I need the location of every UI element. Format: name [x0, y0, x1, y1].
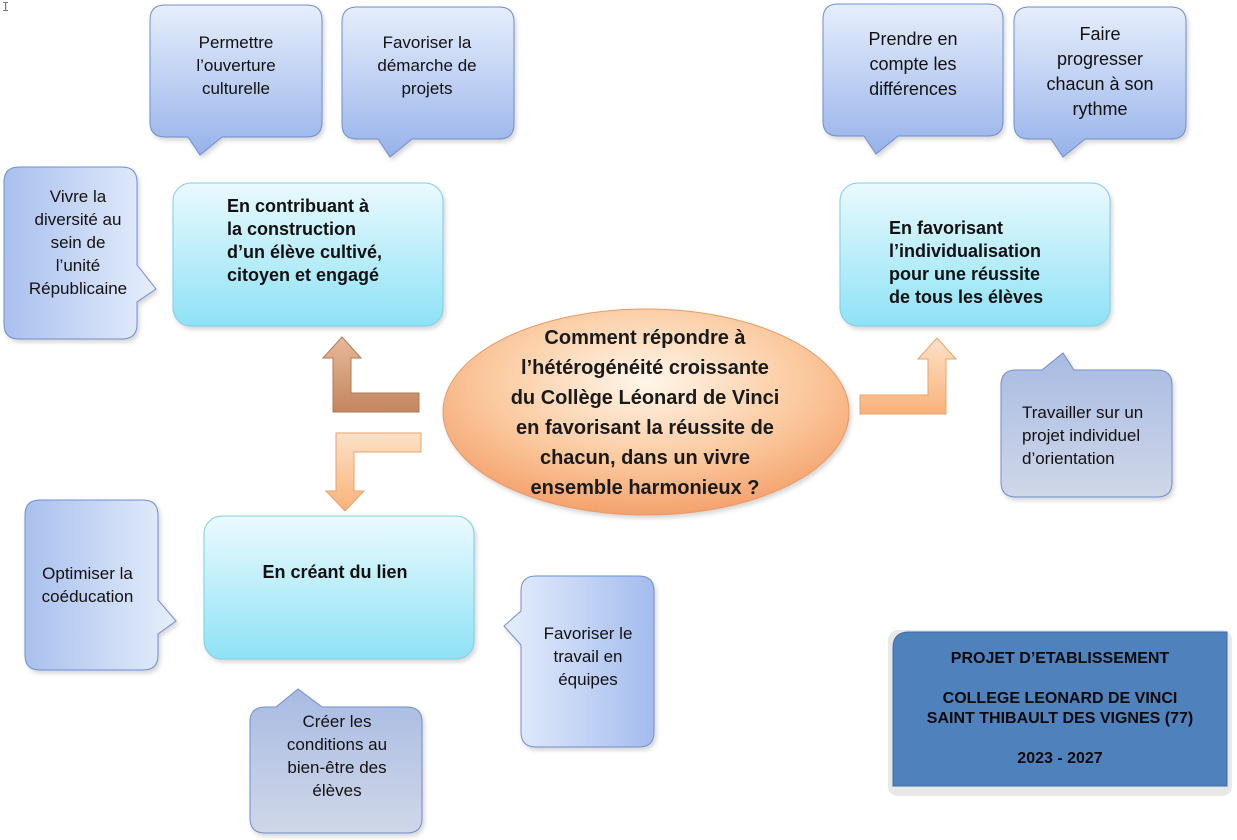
callout-teamwork: Favoriser le travail en équipes: [543, 623, 633, 689]
main-box-cultivated: En contribuant à la construction d’un él…: [227, 196, 383, 285]
callout-differences: Prendre en compte les différences: [868, 28, 958, 99]
callout-wellbeing-shape: [249, 688, 423, 834]
title-block: PROJET D’ETABLISSEMENT COLLEGE LEONARD D…: [893, 632, 1227, 786]
title-block-years: 2023 - 2027: [1017, 750, 1103, 767]
callout-coeducation: Optimiser la coéducation: [41, 564, 134, 606]
main-box-individualisation: En favorisant l’individualisation pour u…: [889, 218, 1044, 307]
callout-orientation: Travailler sur un projet individuel d’or…: [1022, 402, 1144, 468]
main-box-cultivated-shape: [172, 182, 444, 327]
callout-project-approach-shape: [341, 6, 515, 158]
text-cursor-icon: I: [2, 0, 10, 14]
callout-project-approach: Favoriser la démarche de projets: [377, 32, 477, 98]
title-block-shape: [892, 631, 1228, 787]
main-box-link-shape: [203, 515, 475, 660]
title-block-school: COLLEGE LEONARD DE VINCI: [942, 690, 1178, 707]
callout-differences-shape: [822, 3, 1004, 155]
callout-diversity: Vivre la diversité au sein de l’unité Ré…: [28, 186, 128, 298]
center-question: Comment répondre à l’hétérogénéité crois…: [510, 327, 780, 499]
callout-cultural-opening: Permettre l’ouverture culturelle: [196, 32, 276, 98]
title-block-heading: PROJET D’ETABLISSEMENT: [950, 650, 1170, 667]
title-block-town: SAINT THIBAULT DES VIGNES (77): [926, 710, 1194, 727]
callout-teamwork-shape: [503, 575, 655, 748]
arrow-to-link: [324, 432, 422, 512]
callout-wellbeing: Créer les conditions au bien-être des él…: [286, 712, 388, 800]
center-ellipse-shape: [442, 308, 850, 516]
arrow-to-individualisation: [859, 337, 958, 415]
main-box-individualisation-shape: [839, 182, 1111, 327]
callout-diversity-shape: [3, 166, 157, 340]
callout-coeducation-shape: [24, 499, 177, 671]
callout-own-pace: Faire progresser chacun à son rythme: [1046, 24, 1154, 119]
callout-orientation-shape: [1000, 352, 1173, 498]
callout-own-pace-shape: [1013, 6, 1187, 158]
callout-cultural-opening-shape: [149, 4, 323, 156]
main-box-link: En créant du lien: [262, 561, 408, 582]
arrow-to-cultivated: [321, 336, 420, 413]
